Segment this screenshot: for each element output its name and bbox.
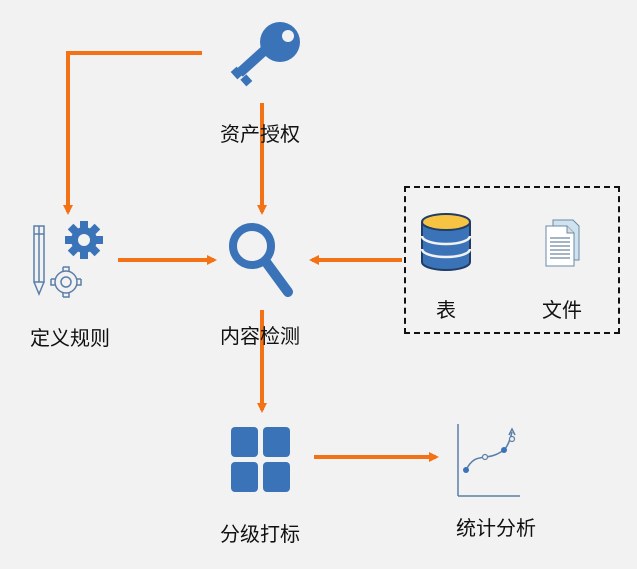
node-define-rules-label: 定义规则 xyxy=(30,326,110,350)
pencil-gear-icon xyxy=(33,221,103,298)
node-stats-label: 统计分析 xyxy=(456,516,536,540)
arrow-auth-to-rules xyxy=(63,51,202,215)
node-file-label: 文件 xyxy=(542,298,582,322)
node-content-detect-label: 内容检测 xyxy=(220,324,300,348)
trend-chart-icon xyxy=(457,424,520,497)
data-source-group xyxy=(404,186,620,334)
key-icon xyxy=(230,22,300,87)
node-table-label: 表 xyxy=(436,298,456,322)
grid-icon xyxy=(231,427,290,492)
file-icon xyxy=(545,219,580,267)
node-asset-auth-label: 资产授权 xyxy=(220,122,300,146)
node-grade-tag-label: 分级打标 xyxy=(220,522,300,546)
search-icon xyxy=(229,223,293,297)
database-icon xyxy=(420,213,472,271)
